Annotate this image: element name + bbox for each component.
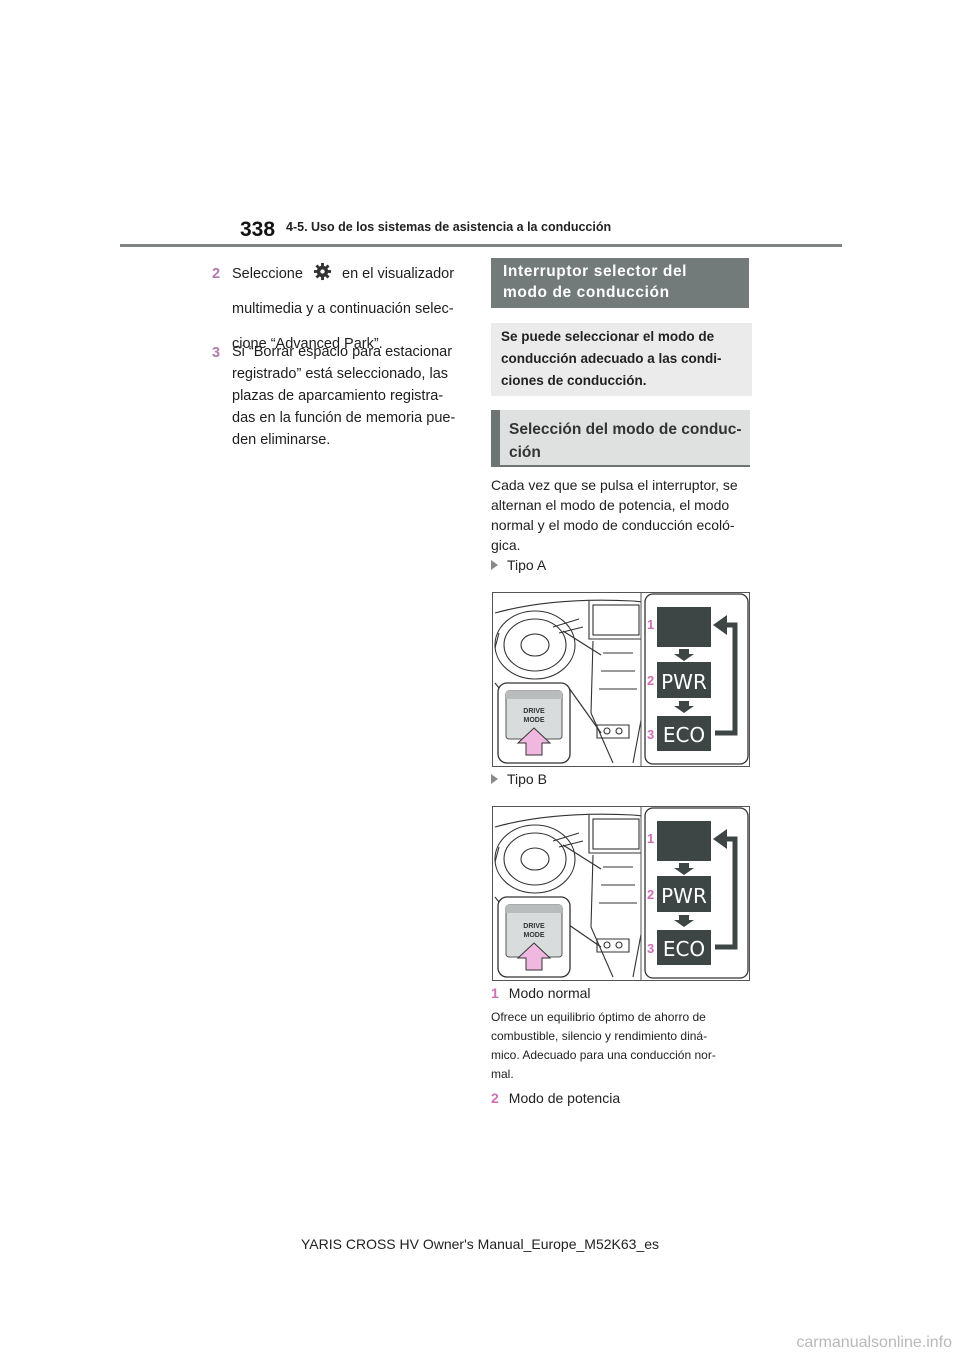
mode-2-number: 2 — [647, 673, 654, 688]
pwr-text: PWR — [661, 670, 707, 694]
step-text: Si “Borrar espacio para estacionar — [232, 344, 453, 360]
step-text: cione “Advanced Park”. — [232, 336, 383, 352]
mode-2-number: 2 — [647, 887, 654, 902]
step-text: en el visualizador — [342, 266, 455, 282]
down-arrow-icon — [674, 701, 694, 713]
drive-mode-illustration: DRIVE MODE PWR ECO 1 2 3 — [494, 807, 749, 980]
paragraph-line: Cada vez que se pulsa el interruptor, se — [491, 477, 738, 493]
step-3: 3 Si “Borrar espacio para estacionar reg… — [212, 341, 462, 451]
description-line: Ofrece un equilibrio óptimo de ahorro de — [491, 1010, 706, 1024]
legend-text: Modo de potencia — [508, 1090, 621, 1106]
step-text: den eliminarse. — [232, 432, 331, 448]
header-divider — [120, 244, 842, 247]
legend-number: 1 — [491, 985, 499, 1001]
down-arrow-icon — [674, 915, 694, 927]
cycle-arrow-icon — [713, 615, 727, 635]
step-number: 3 — [212, 345, 221, 361]
type-a-text: Tipo A — [507, 557, 547, 573]
mode-3-number: 3 — [647, 941, 654, 956]
subheading-line: Selección del modo de conduc- — [509, 421, 742, 438]
step-number: 2 — [212, 266, 221, 282]
legend-number: 2 — [491, 1090, 499, 1106]
subheading-line: ción — [509, 444, 541, 461]
paragraph-line: normal y el modo de conducción ecoló- — [491, 517, 735, 533]
mode-1-box — [657, 821, 711, 861]
mode-description: Ofrece un equilibrio óptimo de ahorro de… — [491, 1008, 751, 1084]
drive-label: DRIVE — [523, 708, 545, 715]
press-arrow-icon — [516, 727, 552, 756]
mode-1-number: 1 — [647, 617, 654, 632]
intro-line: conducción adecuado a las condi- — [501, 351, 722, 366]
watermark: carmanualsonline.info — [796, 1334, 952, 1351]
mode-label: MODE — [524, 717, 545, 724]
banner-line: modo de conducción — [503, 284, 670, 301]
pwr-text: PWR — [661, 884, 707, 908]
legend-text: Modo normal — [508, 985, 591, 1001]
step-text: registrado” está seleccionado, las — [232, 366, 449, 382]
body-paragraph: Cada vez que se pulsa el interruptor, se… — [491, 475, 751, 555]
type-b-label: Tipo B — [491, 771, 547, 787]
description-line: mal. — [491, 1067, 514, 1081]
section-title: 4-5. Uso de los sistemas de asistencia a… — [286, 220, 612, 234]
subheading: Selección del modo de conduc- ción — [491, 410, 750, 467]
footer-text: YARIS CROSS HV Owner's Manual_Europe_M52… — [300, 1236, 660, 1252]
mode-3-number: 3 — [647, 727, 654, 742]
step-2: 2 Seleccione en el visualizador — [212, 262, 462, 367]
eco-text: ECO — [663, 937, 705, 961]
legend-item-2: 2 Modo de potencia — [491, 1090, 751, 1106]
drive-label: DRIVE — [523, 923, 545, 930]
mode-2-box — [657, 662, 711, 698]
drive-mode-illustration: DRIVE MODE PWR ECO 1 2 3 — [494, 593, 749, 766]
gear-icon — [313, 262, 332, 281]
triangle-bullet-icon — [491, 774, 498, 784]
description-line: mico. Adecuado para una conducción nor- — [491, 1048, 716, 1062]
eco-text: ECO — [663, 723, 705, 747]
figure-type-b: DRIVE MODE PWR ECO 1 2 3 — [492, 806, 750, 981]
legend-item-1: 1 Modo normal — [491, 985, 751, 1001]
step-text: das en la función de memoria pue- — [232, 410, 456, 426]
down-arrow-icon — [674, 649, 694, 661]
banner-line: Interruptor selector del — [503, 263, 688, 280]
intro-box: Se puede seleccionar el modo de conducci… — [491, 323, 752, 396]
type-a-label: Tipo A — [491, 557, 546, 573]
mode-3-box — [657, 716, 711, 751]
cycle-arrow-icon — [713, 829, 727, 849]
press-arrow-icon — [516, 942, 552, 971]
triangle-bullet-icon — [491, 560, 498, 570]
paragraph-line: gica. — [491, 537, 521, 553]
step-text: multimedia y a continuación selec- — [232, 301, 454, 317]
intro-line: ciones de conducción. — [501, 373, 647, 388]
step-text: plazas de aparcamiento registra- — [232, 388, 444, 404]
paragraph-line: alternan el modo de potencia, el modo — [491, 497, 730, 513]
type-b-text: Tipo B — [507, 771, 547, 787]
mode-3-box — [657, 930, 711, 965]
page-number: 338 — [240, 218, 276, 241]
intro-line: Se puede seleccionar el modo de — [501, 329, 715, 344]
mode-1-box — [657, 607, 711, 647]
figure-type-a: DRIVE MODE PWR ECO 1 2 3 — [492, 592, 750, 767]
section-banner: Interruptor selector del modo de conducc… — [491, 258, 749, 308]
description-line: combustible, silencio y rendimiento diná… — [491, 1029, 708, 1043]
down-arrow-icon — [674, 863, 694, 875]
mode-1-number: 1 — [647, 831, 654, 846]
step-text: Seleccione — [232, 266, 303, 282]
mode-label: MODE — [524, 932, 545, 939]
mode-2-box — [657, 876, 711, 912]
